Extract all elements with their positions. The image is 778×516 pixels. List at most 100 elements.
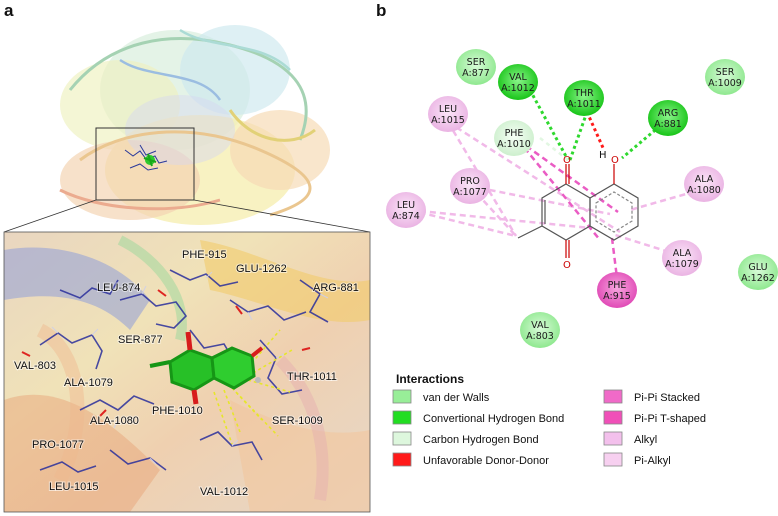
panel-a-letter: a [4,1,14,20]
residue-node-number: A:1077 [453,187,487,198]
residue-node-number: A:1015 [431,115,465,126]
ligand-oxygen-top: O [563,155,571,166]
residue-node-number: A:1079 [665,259,699,270]
residue-node-name: GLU [748,262,767,273]
residue-node-circle [494,120,534,156]
legend-swatch-4 [603,389,623,404]
residue-node-circle [520,312,560,348]
residue-node-name: ALA [695,174,714,185]
residue-node-number: A:877 [462,68,490,79]
residue-node-name: ARG [658,108,678,119]
residue-node-circle [684,166,724,202]
ligand-hydrogen: H [599,150,607,161]
legend-swatch-0 [392,389,412,404]
legend-swatch-1 [392,410,412,425]
residue-node-name: PHE [505,128,524,139]
protein-overview [59,25,330,225]
legend-label-2: Carbon Hydrogen Bond [423,434,539,446]
zoom-box [95,127,195,201]
res-label-val803: VAL-803 [14,360,56,372]
legend-label-3: Unfavorable Donor-Donor [423,455,549,467]
legend-label-5: Pi-Pi T-shaped [634,413,706,425]
residue-node-circle [456,49,496,85]
residue-node-name: ALA [673,248,692,259]
residue-node-circle [386,192,426,228]
residue-node-number: A:1262 [741,273,775,284]
ligand-oxygen-hydroxyl: O [611,155,619,166]
zoom-line-left [3,199,97,233]
inset-residue-labels: PHE-915 GLU-1262 LEU-874 ARG-881 SER-877… [13,248,360,499]
binding-site-inset [4,232,370,512]
res-label-leu1015: LEU-1015 [49,481,99,493]
res-label-thr1011: THR-1011 [287,371,337,383]
res-label-glu1262: GLU-1262 [236,263,287,275]
res-label-val1012: VAL-1012 [200,486,248,498]
residue-node-circle [564,80,604,116]
residue-node-number: A:1010 [497,139,531,150]
residue-node-name: PHE [608,280,627,291]
residue-node-circle [498,64,538,100]
ligand-2d-structure [517,164,639,258]
residue-node-name: SER [716,67,735,78]
res-label-phe915: PHE-915 [182,249,227,261]
residue-node-circle [597,272,637,308]
residue-node-number: A:1012 [501,83,535,94]
legend-swatch-6 [603,431,623,446]
res-label-ala1080: ALA-1080 [90,415,139,427]
residue-node-number: A:1011 [567,99,601,110]
legend-title: Interactions [396,372,464,386]
residue-node-name: LEU [397,200,415,211]
res-label-arg881: ARG-881 [313,282,359,294]
residue-node-number: A:803 [526,331,554,342]
legend-label-0: van der Walls [423,392,490,404]
inset-frame [3,231,371,513]
res-label-leu874: LEU-874 [97,282,140,294]
residue-node-number: A:1009 [708,78,742,89]
res-label-ser1009: SER-1009 [272,415,323,427]
legend-label-1: Convertional Hydrogen Bond [423,413,564,425]
docked-ligand [149,331,264,405]
residue-node-number: A:881 [654,119,682,130]
zoom-line-right [193,199,371,233]
res-label-pro1077: PRO-1077 [32,439,84,451]
ligand-site-overview [124,144,168,171]
residue-node-name: THR [573,88,594,99]
residue-node-circle [738,254,778,290]
res-label-phe1010: PHE-1010 [152,405,203,417]
residue-node-number: A:874 [392,211,420,222]
residue-node-circle [648,100,688,136]
residue-node-name: SER [467,57,486,68]
legend-swatch-3 [392,452,412,467]
residue-node-name: VAL [509,72,527,83]
residue-node-circle [662,240,702,276]
res-label-ala1079: ALA-1079 [64,377,113,389]
ligand-oxygen-bottom: O [563,260,571,271]
residue-node-name: VAL [531,320,549,331]
legend-label-4: Pi-Pi Stacked [634,392,700,404]
residue-node-circle [428,96,468,132]
legend-swatch-5 [603,410,623,425]
legend-swatch-7 [603,452,623,467]
residue-node-circle [450,168,490,204]
residue-node-circle [705,59,745,95]
legend-label-6: Alkyl [634,434,657,446]
legend-label-7: Pi-Alkyl [634,455,671,467]
residue-node-name: LEU [439,104,457,115]
residue-node-name: PRO [460,176,480,187]
